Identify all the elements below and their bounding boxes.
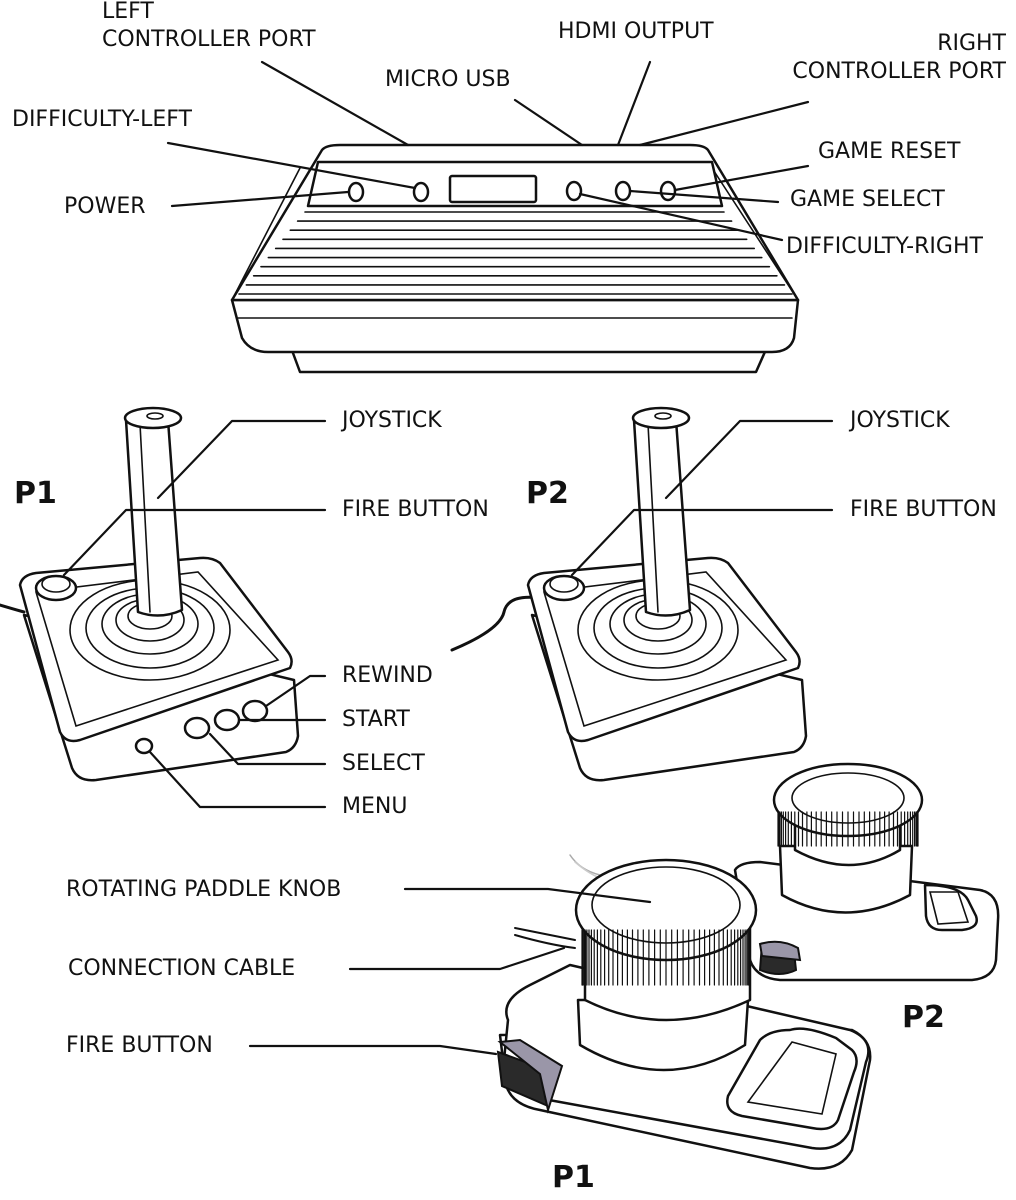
label-rewind: REWIND: [342, 663, 433, 688]
paddle-leader-lines: [248, 887, 652, 1056]
label-start: START: [342, 707, 410, 732]
label-joystick-p1: JOYSTICK: [342, 408, 442, 433]
label-menu: MENU: [342, 794, 408, 819]
label-fire-button-p1: FIRE BUTTON: [342, 497, 489, 522]
joystick-p2-leader-lines: [570, 419, 834, 577]
player-label-p1-paddle: P1: [552, 1160, 595, 1195]
label-difficulty-left: DIFFICULTY-LEFT: [12, 107, 192, 132]
label-micro-usb: MICRO USB: [385, 67, 511, 92]
label-joystick-p2: JOYSTICK: [850, 408, 950, 433]
joystick-p1-illustration: [0, 406, 300, 782]
label-select: SELECT: [342, 751, 425, 776]
label-fire-button-paddle: FIRE BUTTON: [66, 1033, 213, 1058]
player-label-p1-joystick: P1: [14, 476, 57, 511]
label-power: POWER: [64, 194, 146, 219]
joystick-p2-illustration: [450, 406, 808, 782]
paddle-p1-illustration: [496, 854, 872, 1170]
console-illustration: [230, 143, 800, 374]
label-game-reset: GAME RESET: [818, 139, 961, 164]
label-fire-button-p2: FIRE BUTTON: [850, 497, 997, 522]
joystick-p1-leader-lines: [62, 419, 327, 809]
paddle-p2-illustration: [733, 762, 1000, 982]
label-hdmi-output: HDMI OUTPUT: [558, 19, 714, 44]
player-label-p2-paddle: P2: [902, 1000, 945, 1035]
label-rotating-paddle-knob: ROTATING PADDLE KNOB: [66, 877, 342, 902]
label-difficulty-right: DIFFICULTY-RIGHT: [786, 234, 983, 259]
player-label-p2-joystick: P2: [526, 476, 569, 511]
label-game-select: GAME SELECT: [790, 187, 945, 212]
label-left-controller-port: LEFT CONTROLLER PORT: [102, 0, 316, 52]
label-right-controller-port: RIGHT CONTROLLER PORT: [792, 31, 1006, 84]
label-connection-cable: CONNECTION CABLE: [68, 956, 296, 981]
console-leader-lines: [166, 60, 810, 242]
